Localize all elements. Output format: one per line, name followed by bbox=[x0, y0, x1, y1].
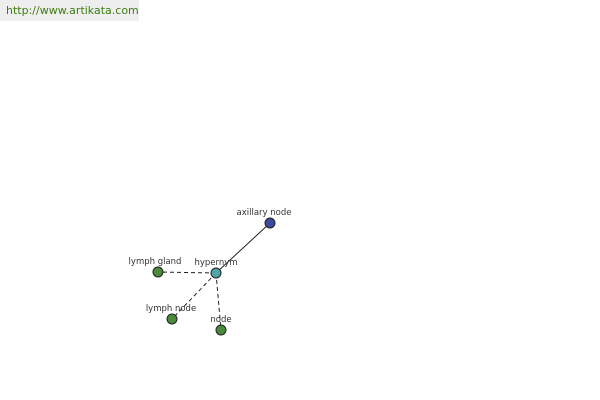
node-lymph-node[interactable] bbox=[166, 313, 178, 325]
node-node[interactable] bbox=[215, 324, 227, 336]
edge-hypernym-node bbox=[215, 272, 222, 331]
label-lymph-node: lymph node bbox=[146, 304, 196, 314]
edge-hypernym-lymph-gland bbox=[157, 271, 217, 274]
site-url-link[interactable]: http://www.artikata.com bbox=[0, 0, 139, 21]
edge-hypernym-lymph-node bbox=[171, 272, 217, 320]
label-axillary-node: axillary node bbox=[237, 208, 292, 218]
label-node: node bbox=[210, 315, 231, 325]
node-axillary-node[interactable] bbox=[264, 217, 276, 229]
label-hypernym: hypernym bbox=[194, 258, 237, 268]
node-lymph-gland[interactable] bbox=[152, 266, 164, 278]
edge-hypernym-axillary-node bbox=[215, 222, 271, 274]
label-lymph-gland: lymph gland bbox=[129, 257, 182, 267]
node-hypernym[interactable] bbox=[210, 267, 222, 279]
